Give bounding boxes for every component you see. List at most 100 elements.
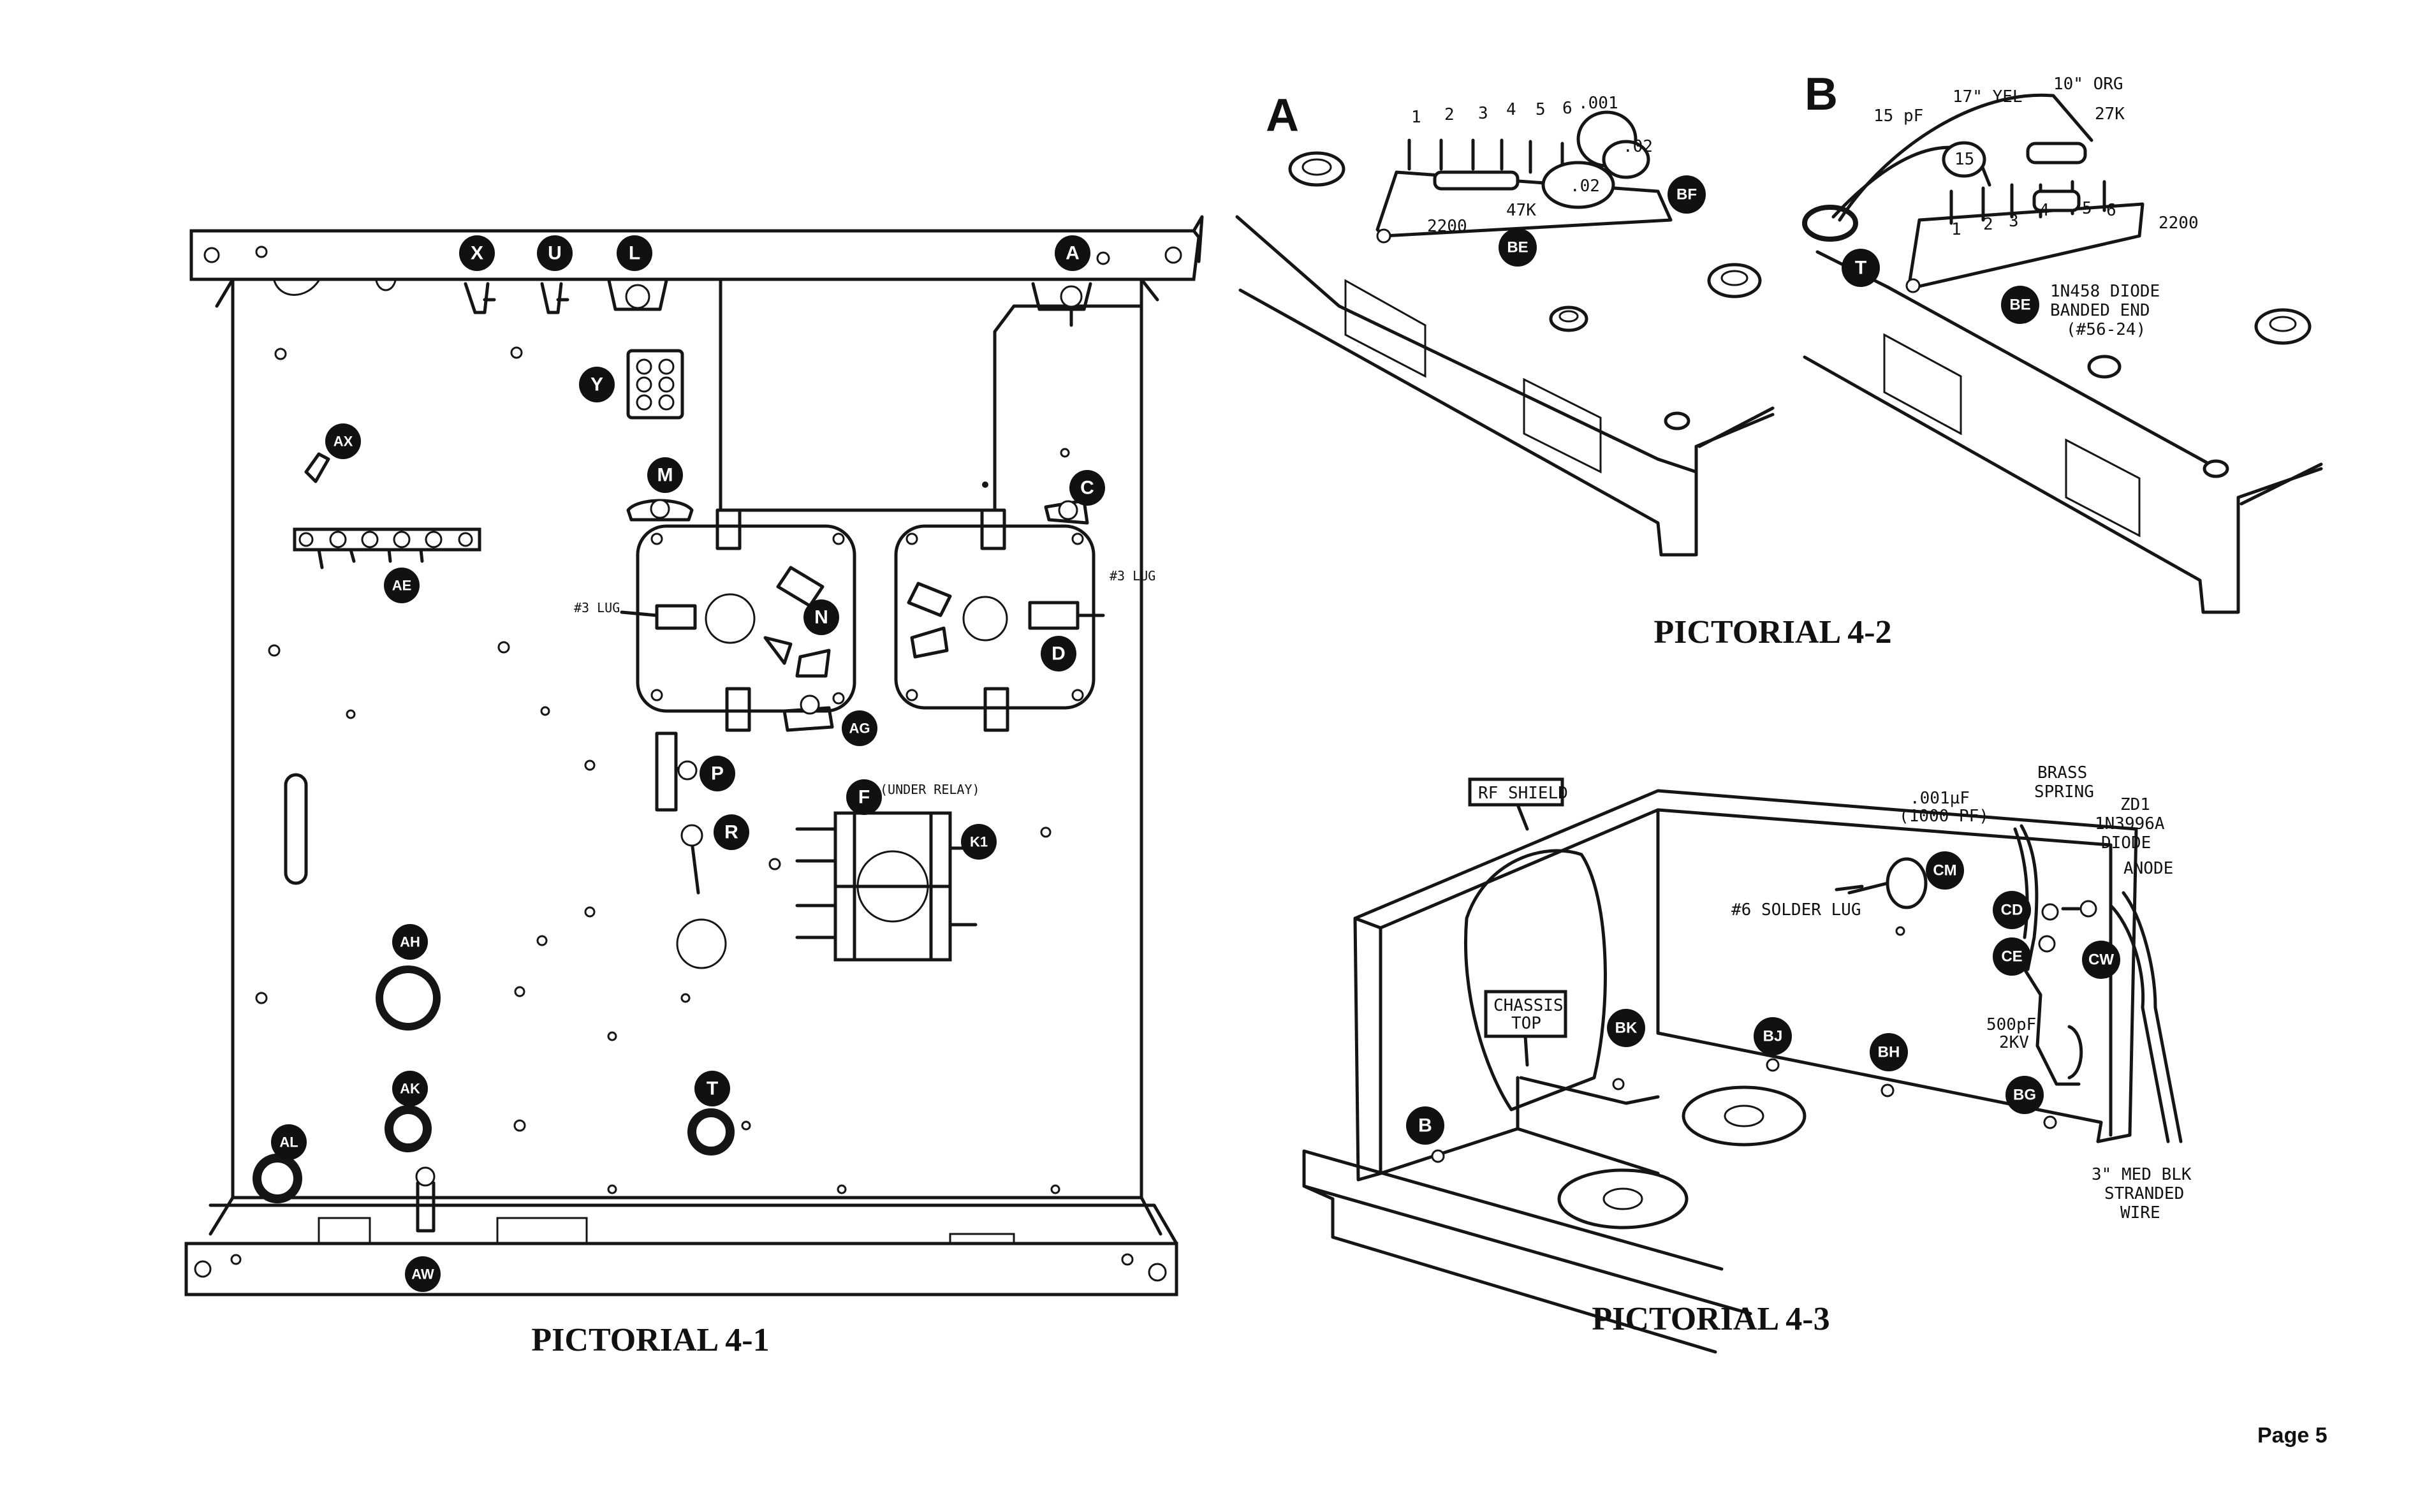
callout-cw: CW [2082, 941, 2120, 979]
chassis-top-tag: CHASSIS TOP [1484, 990, 1567, 1067]
page-number: Page 5 [2257, 1423, 2328, 1448]
callout-aw: AW [405, 1256, 441, 1292]
top-lugs [273, 279, 1092, 327]
anode-wires [2109, 891, 2183, 1143]
callout-f-text: F [858, 787, 870, 808]
callout-cd: CD [1993, 891, 2031, 929]
panel-a-cap-02a: .02 [1623, 137, 1653, 156]
wire-label-3: WIRE [2120, 1203, 2160, 1222]
callout-n: N [803, 599, 839, 635]
tube-socket-d [894, 508, 1105, 732]
lug-m [626, 499, 694, 522]
panel-b-cap15: 15 [1954, 150, 1974, 169]
callout-be-a: BE [1499, 228, 1537, 267]
panel-a-lug-4: 4 [1506, 100, 1516, 119]
callout-f: F [846, 779, 882, 815]
panel-a-lug-6: 6 [1562, 99, 1573, 118]
callout-ah-text: AH [400, 934, 420, 950]
callout-c: C [1069, 470, 1105, 506]
terminal-strip-ae [293, 527, 481, 569]
pictorial-4-1: #3 LUG #3 LUG (UNDER RELAY) PICTORIAL 4-… [184, 215, 1204, 1358]
panel-a-lug-5: 5 [1536, 100, 1546, 119]
callout-al: AL [271, 1124, 307, 1160]
chassis-plate [231, 277, 1143, 1200]
lug-label-right: #3 LUG [1110, 568, 1155, 584]
callout-bk: BK [1607, 1009, 1645, 1047]
callout-ag-text: AG [849, 721, 870, 737]
callout-t: T [694, 1071, 730, 1106]
callout-x: X [459, 235, 495, 271]
panel-b-lug-2: 2 [1983, 215, 1993, 234]
callout-bubbles: X U L A Y AX AE M C N D AG P F R K1 AH A… [271, 175, 2120, 1292]
panel-b-diode-2: BANDED END [2050, 301, 2150, 320]
pictorial-4-2-caption: PICTORIAL 4-2 [1653, 614, 1891, 650]
callout-al-text: AL [279, 1134, 298, 1150]
callout-p: P [700, 756, 735, 791]
callout-k1: K1 [961, 824, 997, 860]
callout-d-text: D [1052, 643, 1066, 664]
panel-a-res-47k: 47K [1506, 201, 1536, 220]
callout-t-b: T [1842, 249, 1880, 287]
panel-b-lug-3: 3 [2009, 212, 2019, 231]
brass-label-2: SPRING [2034, 782, 2094, 802]
pictorial-4-3-caption: PICTORIAL 4-3 [1592, 1301, 1829, 1337]
relay-k1 [768, 811, 1052, 962]
anode-label: ANODE [2123, 859, 2173, 878]
callout-ag: AG [842, 710, 877, 746]
callout-y-text: Y [590, 374, 603, 395]
shield-cutout [1463, 849, 1607, 1112]
callout-r: R [714, 814, 749, 850]
callout-a: A [1055, 235, 1090, 271]
wire-label-2: STRANDED [2104, 1184, 2184, 1203]
panel-b-text: B 1 2 3 4 5 6 15 pF 15 17" YEL 10" ORG 2… [1805, 69, 2199, 339]
chassis-top-label-2: TOP [1511, 1014, 1541, 1033]
chassis-top-rail [189, 229, 1201, 281]
callout-p-text: P [711, 763, 724, 784]
callout-ak-text: AK [400, 1081, 420, 1097]
panel-a-cap-001: .001 [1578, 94, 1618, 113]
panel-a-chassis [1235, 110, 1775, 557]
panel-b-lug-4: 4 [2039, 201, 2049, 220]
panel-a-cap-02b: .02 [1570, 177, 1600, 196]
cap-2kv-label: 2KV [1999, 1033, 2029, 1052]
callout-u: U [537, 235, 573, 271]
callout-bh-text: BH [1878, 1044, 1900, 1061]
callout-u-text: U [548, 243, 562, 264]
panel-b-org-wire: 10" ORG [2053, 75, 2123, 94]
callout-m-text: M [657, 465, 673, 486]
callout-t-text: T [707, 1078, 718, 1099]
callout-ce-text: CE [2001, 948, 2022, 965]
panel-a-lug-3: 3 [1478, 104, 1488, 123]
callout-bf-text: BF [1676, 186, 1697, 203]
callout-a-text: A [1066, 243, 1080, 264]
panel-b-yel-wire: 17" YEL [1953, 87, 2023, 106]
cap-001uf-label: .001µF [1910, 789, 1970, 808]
wire-label-1: 3" MED BLK [2092, 1165, 2192, 1184]
callout-bk-text: BK [1615, 1020, 1638, 1037]
panel-b-lug-5: 5 [2082, 199, 2092, 218]
callout-bh: BH [1870, 1033, 1908, 1071]
lug-label-left: #3 LUG [574, 600, 620, 615]
chassis-bottom-rail [184, 1242, 1178, 1296]
capacitor-cm [1886, 857, 1928, 909]
callout-y: Y [579, 367, 615, 402]
callout-x-text: X [471, 243, 483, 264]
panel-a-text: A 1 2 3 4 5 6 .001 .02 .02 47K 2200 [1266, 90, 1653, 236]
callout-aw-text: AW [411, 1266, 434, 1282]
callout-cm-text: CM [1933, 862, 1956, 879]
tube-socket-n [620, 508, 856, 732]
callout-d: D [1041, 636, 1076, 672]
pictorial-4-1-caption: PICTORIAL 4-1 [531, 1322, 769, 1358]
panel-b-2200: 2200 [2159, 214, 2199, 233]
panel-b-letter: B [1805, 69, 1838, 120]
callout-bg-text: BG [2013, 1087, 2036, 1104]
brass-label-1: BRASS [2037, 763, 2087, 782]
chassis-holes [255, 346, 1070, 1194]
panel-a-lug-2: 2 [1444, 105, 1455, 124]
zd1-label: ZD1 [2120, 795, 2150, 814]
callout-b-text: B [1418, 1115, 1432, 1136]
callout-bf: BF [1668, 175, 1706, 214]
callout-ah: AH [392, 924, 428, 960]
callout-ak: AK [392, 1071, 428, 1106]
callout-n-text: N [814, 607, 828, 628]
